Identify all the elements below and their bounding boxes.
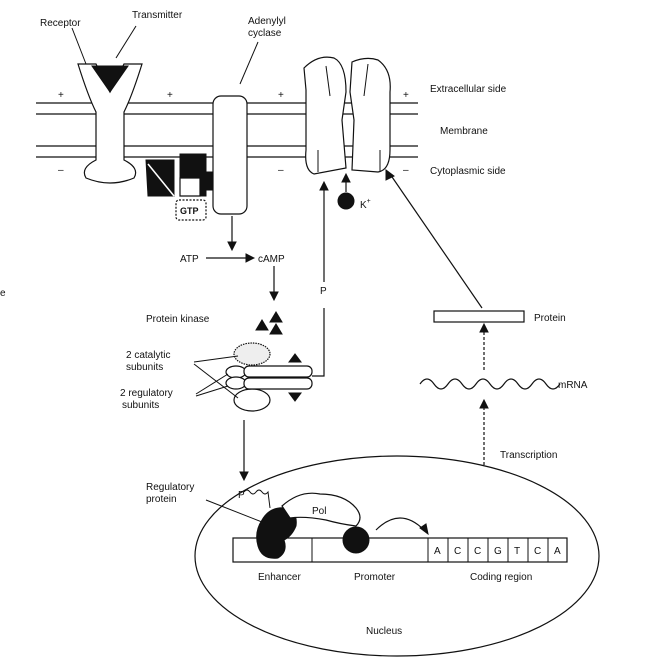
regulatory-subunit-bar [243,377,313,390]
promoter-label: Promoter [354,572,396,583]
regulatory-protein-label: Regulatory protein [146,482,197,505]
transmitter-shape [91,65,129,93]
camp-triangle [269,323,283,335]
catalytic-subunit [233,342,271,366]
dna-base: C [474,546,481,557]
plus-sign: + [167,90,173,101]
dna-base: A [554,546,561,557]
transmitter-label: Transmitter [132,10,183,21]
plus-sign: + [58,90,64,101]
adenylyl-label-line2: cyclase [248,28,282,39]
adenylyl-cyclase-label: Adenylyl cyclase [248,16,289,39]
camp-triangle [255,319,269,331]
catalytic-subunit [233,388,271,412]
coding-region-label: Coding region [470,572,532,583]
membrane-label: Membrane [440,126,488,137]
adenylyl-cyclase-shape [212,95,248,215]
k-ion [337,192,355,210]
gtp-box [175,199,207,221]
minus-sign: – [403,165,409,176]
polymerase-shape [281,492,361,527]
nucleus-label: Nucleus [366,626,402,637]
edge-mark: e [0,288,6,299]
extracellular-side-label: Extracellular side [430,84,507,95]
transcription-label: Transcription [500,450,557,461]
atp-label: ATP [180,254,199,265]
protein-kinase-label: Protein kinase [146,314,210,325]
receptor-label: Receptor [40,18,81,29]
regulatory-subunit [225,376,247,390]
regulatory-subunit [225,365,247,379]
k-channel-left-subunit [303,56,347,175]
k-ion-label: K+ [360,198,371,211]
pol-label: Pol [312,506,326,517]
regulatory-subunits-label: 2 regulatory subunits [120,388,176,411]
enhancer-label: Enhancer [258,572,301,583]
dna-base: C [534,546,541,557]
cytoplasmic-side-label: Cytoplasmic side [430,166,506,177]
promoter-binding-protein [342,526,370,554]
catalytic-subunits-label: 2 catalytic subunits [126,350,173,373]
protein-label: Protein [534,313,566,324]
plus-sign: + [278,90,284,101]
dna-base: C [454,546,461,557]
plus-sign: + [403,90,409,101]
k-channel-right-subunit [349,57,391,173]
regulatory-subunit-bar [243,365,313,378]
dna-sequence: A C C G T C A [434,538,561,562]
dna-base: T [514,546,520,557]
dna-base: A [434,546,441,557]
g-protein-gamma [179,177,201,197]
phosphate-label: P [320,286,327,297]
camp-triangle [269,311,283,323]
gtp-label: GTP [180,206,199,216]
phosphate-label: P [238,490,245,501]
camp-label: cAMP [258,254,285,265]
minus-sign: – [278,165,284,176]
dna-strand [232,537,568,563]
protein-bar [433,310,525,323]
minus-sign: – [58,165,64,176]
dna-base: G [494,546,502,557]
mrna-strand [419,378,561,390]
mrna-label: mRNA [558,380,588,391]
adenylyl-label-line1: Adenylyl [248,16,286,27]
camp-triangle [288,353,302,363]
camp-triangle [288,392,302,402]
